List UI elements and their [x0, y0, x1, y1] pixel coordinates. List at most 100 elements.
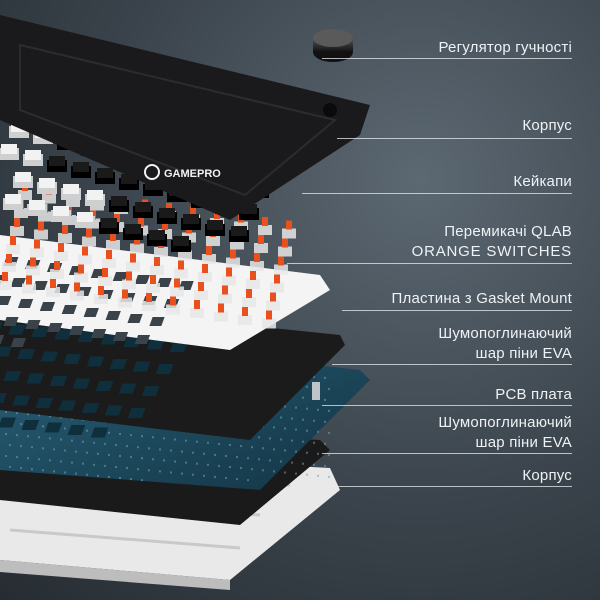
pcb-solder-point	[174, 438, 176, 441]
pcb-solder-point	[86, 473, 88, 476]
pcb-solder-point	[214, 475, 216, 478]
pcb-solder-point	[119, 433, 121, 435]
pcb-solder-point	[317, 452, 319, 455]
switch-housing	[82, 236, 96, 247]
switch-housing	[170, 286, 184, 297]
foam-cutout	[31, 327, 49, 337]
pcb-solder-point	[16, 456, 18, 459]
foam-cutout	[58, 400, 77, 411]
switch-stem	[74, 282, 80, 292]
foam-cutout	[90, 427, 109, 438]
pcb-solder-point	[225, 455, 227, 457]
pcb-solder-point	[240, 467, 242, 470]
switch-housing	[190, 308, 204, 318]
switch-stem	[138, 217, 144, 227]
pcb-solder-point	[269, 437, 271, 440]
switch-housing	[238, 315, 252, 325]
switch-housing	[78, 254, 92, 265]
keycap-top	[25, 150, 41, 160]
keycap-top	[125, 224, 141, 234]
leader-line-plate	[342, 310, 572, 311]
pcb-solder-point	[60, 416, 62, 419]
pcb-solder-point	[317, 408, 319, 411]
pcb-solder-point	[31, 446, 33, 449]
pcb-solder-point	[284, 427, 286, 430]
pcb-solder-point	[53, 470, 55, 473]
switch-stem	[102, 268, 108, 277]
pcb-solder-point	[16, 434, 18, 437]
pcb-solder-point	[93, 441, 95, 444]
switch-housing	[126, 261, 140, 272]
plate-cutout	[69, 326, 85, 335]
plate-cutout	[3, 317, 19, 326]
pcb-solder-point	[71, 439, 73, 442]
switch-stem	[130, 253, 136, 263]
pcb-solder-point	[27, 457, 29, 460]
plate-cutout	[32, 281, 48, 290]
switch-housing	[154, 247, 168, 257]
pcb-solder-point	[273, 470, 275, 473]
pcb-solder-point	[93, 463, 95, 466]
switch-stem	[98, 286, 104, 295]
pcb-solder-point	[284, 471, 286, 474]
switch-housing	[18, 190, 32, 200]
pcb-solder-point	[9, 466, 11, 468]
switch-stem	[162, 221, 168, 230]
keycap-top	[241, 204, 257, 214]
foam-cutout	[100, 334, 119, 345]
foam-cutout	[132, 361, 151, 372]
switch-housing	[258, 225, 272, 235]
pcb-solder-point	[291, 439, 293, 442]
pcb-solder-point	[38, 458, 40, 461]
switch-stem	[6, 254, 12, 263]
switch-housing	[34, 229, 48, 240]
switch-housing	[0, 280, 12, 290]
plate-cutout	[10, 338, 26, 347]
switch-stem	[166, 203, 172, 212]
switch-stem	[278, 256, 284, 266]
switch-housing	[242, 297, 256, 307]
plate-cutout	[0, 296, 12, 305]
pcb-solder-point	[104, 442, 106, 445]
switch-housing	[142, 301, 156, 311]
pcb-solder-point	[141, 435, 143, 438]
switch-housing	[70, 290, 84, 301]
switch-housing	[262, 318, 276, 329]
pcb-solder-point	[130, 434, 132, 437]
pcb-solder-point	[236, 456, 238, 459]
label-switches: Перемикачі QLAB ORANGE SWITCHES	[411, 223, 572, 260]
keycap-top	[231, 226, 247, 236]
pcb-solder-point	[225, 477, 227, 479]
leader-line-case-top	[337, 138, 572, 139]
switch-housing	[218, 293, 232, 304]
plate-cutout	[83, 308, 99, 317]
switch-housing	[150, 265, 164, 275]
switch-housing	[74, 272, 88, 283]
pcb-solder-point	[295, 450, 297, 453]
switch-housing	[278, 246, 292, 257]
pcb-solder-point	[203, 452, 205, 455]
pcb-solder-point	[284, 449, 286, 452]
switch-housing	[254, 243, 268, 253]
keycap-top	[53, 206, 69, 216]
keycap-top	[87, 190, 103, 200]
switch-stem	[106, 250, 112, 259]
switch-housing	[50, 269, 64, 279]
foam-cutout	[109, 359, 128, 369]
pcb-solder-point	[251, 446, 253, 449]
switch-stem	[274, 274, 280, 284]
pcb-solder-point	[31, 468, 33, 471]
pcb-solder-point	[126, 445, 128, 448]
switch-stem	[286, 220, 292, 230]
pcb-solder-point	[247, 479, 249, 482]
keycap-top	[29, 200, 45, 210]
pcb-solder-point	[324, 464, 326, 467]
volume-knob	[313, 29, 353, 62]
foam-cutout	[104, 405, 123, 416]
foam-cutout	[146, 339, 165, 350]
pcb-solder-point	[159, 448, 161, 451]
switch-housing	[266, 300, 280, 311]
pcb-solder-point	[306, 385, 308, 388]
pcb-solder-point	[159, 470, 161, 473]
keycap-top	[15, 172, 31, 182]
